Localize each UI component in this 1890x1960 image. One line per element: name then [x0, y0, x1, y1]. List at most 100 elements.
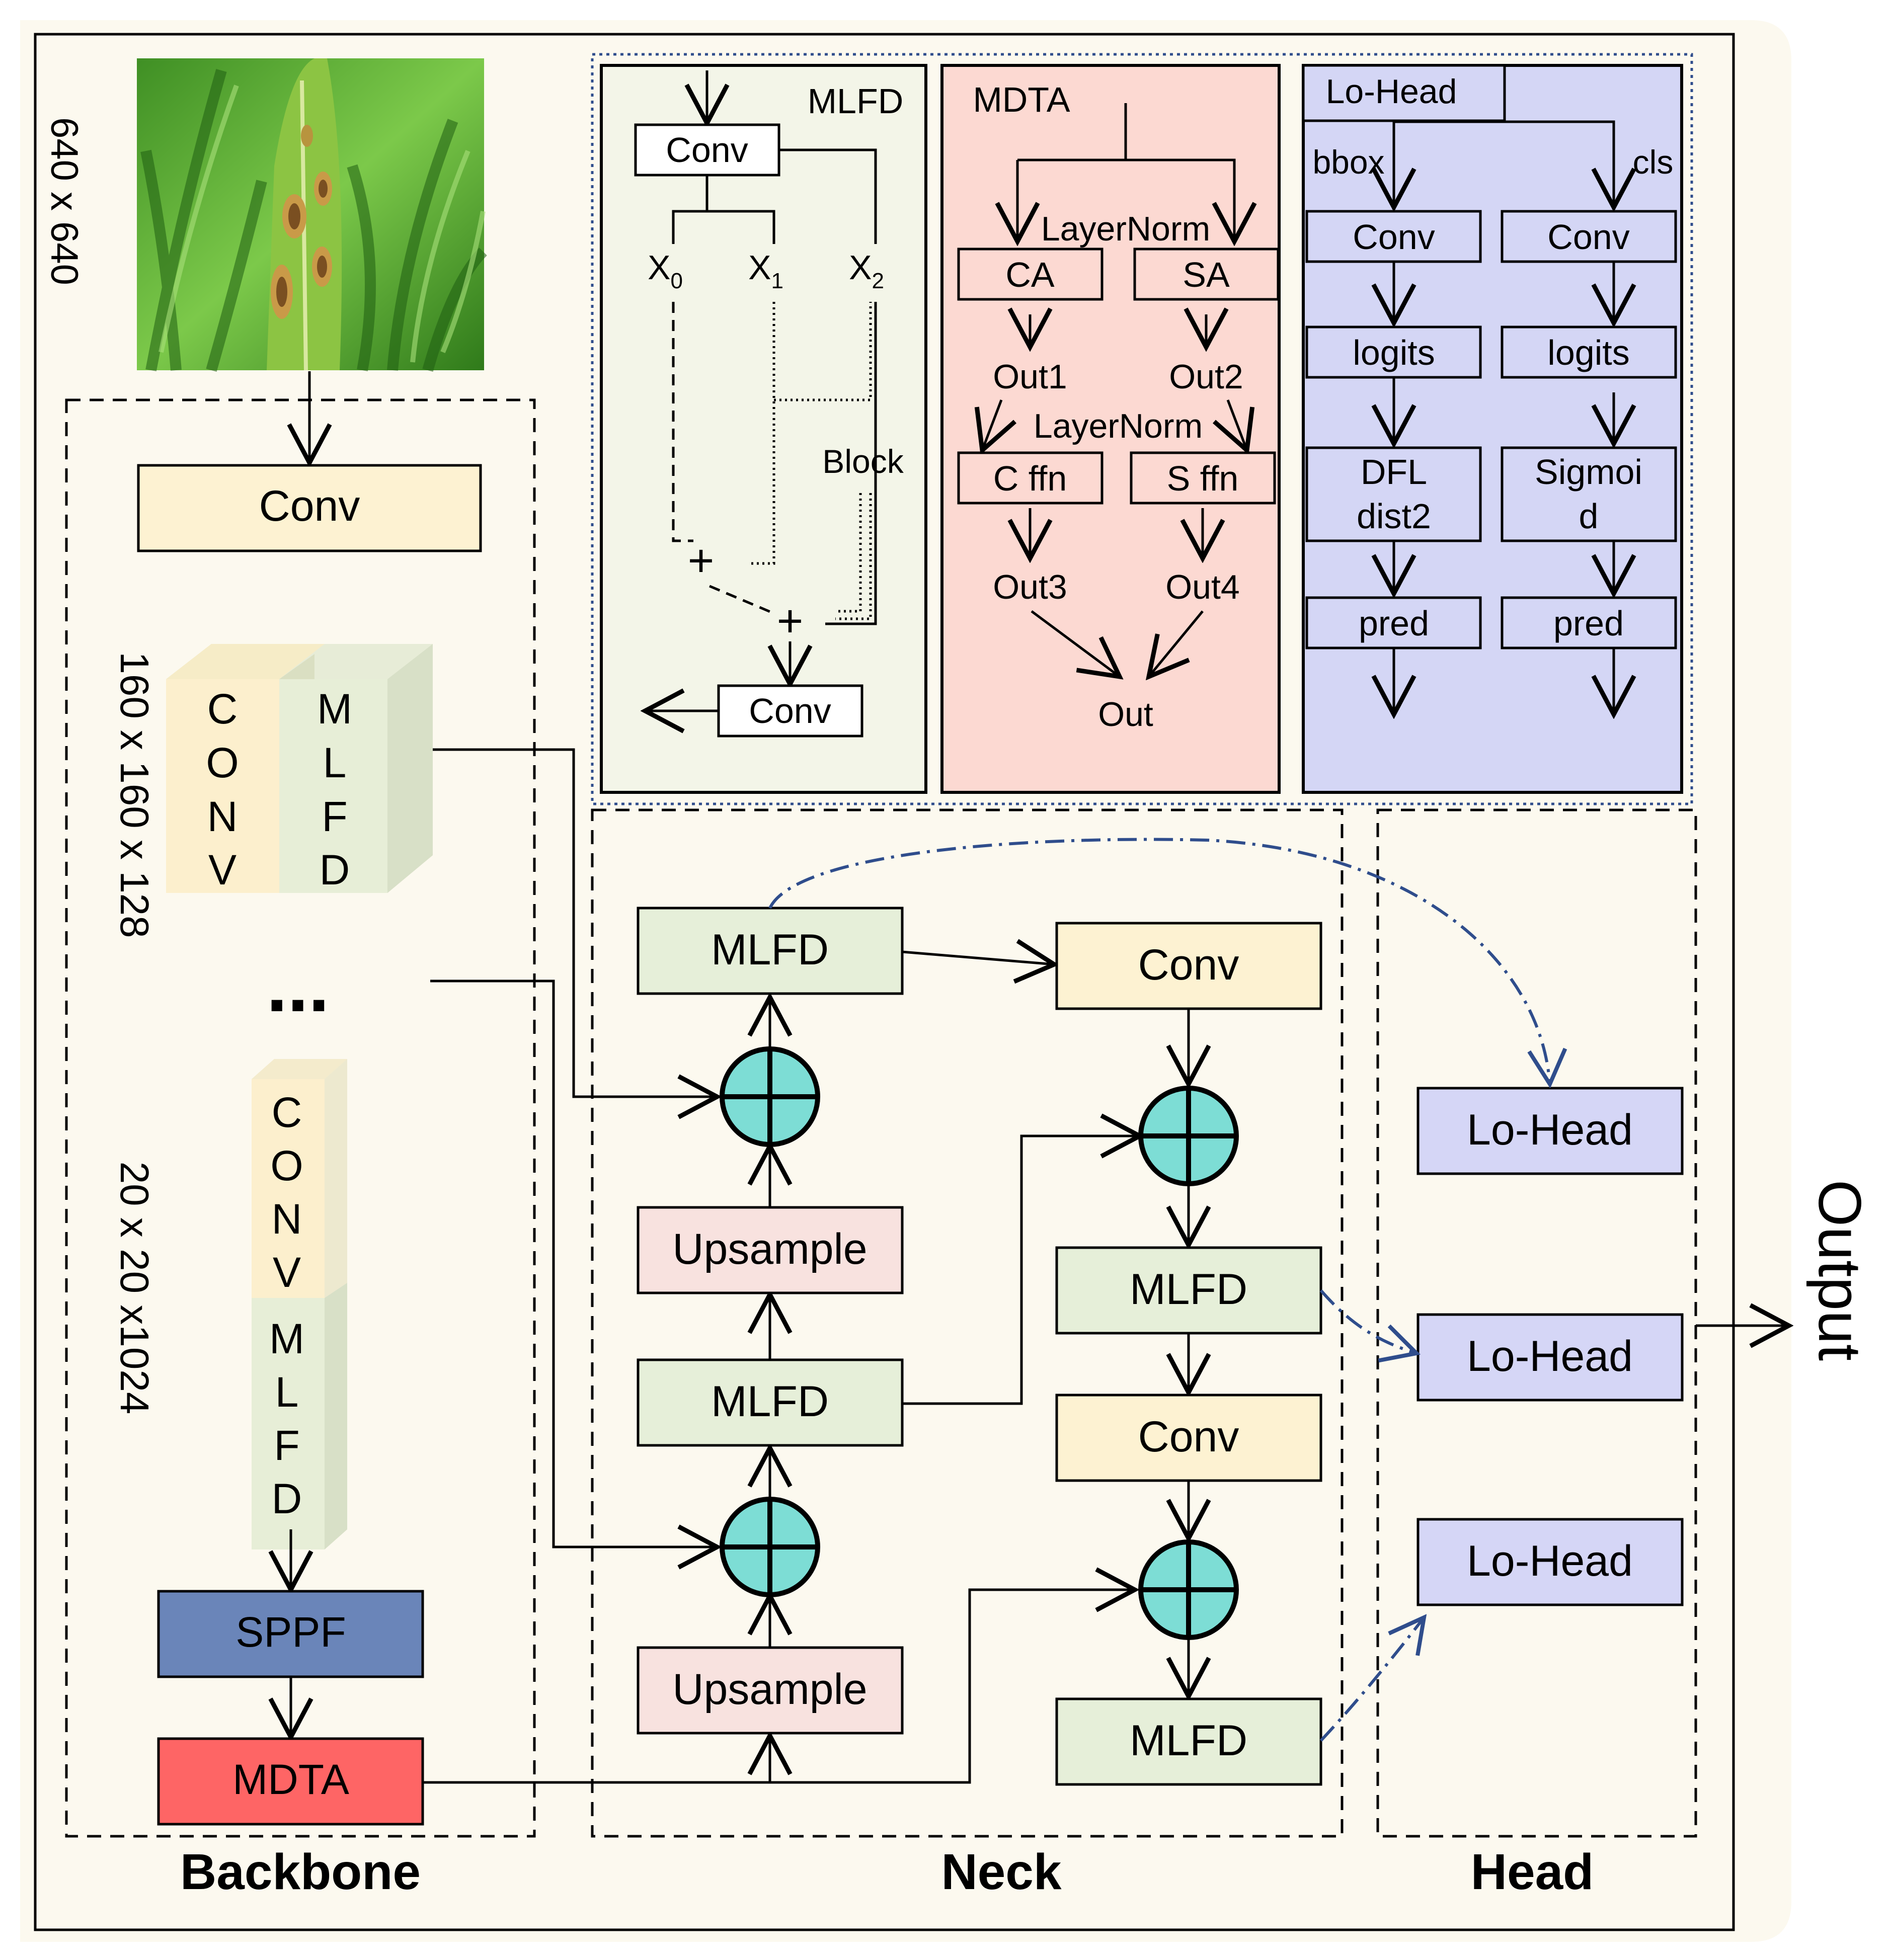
- mlfd-block-dotted: [774, 302, 872, 401]
- mdta-cffn-label: C ffn: [993, 459, 1067, 498]
- block1-conv-c: C: [207, 685, 238, 732]
- mlfd-detail-conv-top: [634, 123, 780, 177]
- mlfd-detail-conv-top-label: Conv: [666, 130, 748, 170]
- ellipsis-to-add2-line: [430, 979, 717, 1547]
- lohead-detail-title-box: [1302, 64, 1506, 122]
- head-title: Head: [1471, 1844, 1594, 1900]
- block2-conv-c: C: [272, 1089, 302, 1136]
- mdta-sa-box: [1133, 248, 1280, 301]
- neck-mlfd-right-bottom-label: MLFD: [1130, 1717, 1247, 1765]
- mdta-label: MDTA: [232, 1756, 349, 1803]
- mlfd-detail-title: MLFD: [808, 81, 904, 121]
- mdta-out4: Out4: [1165, 568, 1239, 606]
- block1-mlfd-d: D: [320, 846, 350, 893]
- neck-upsample-top-label: Upsample: [672, 1225, 867, 1273]
- mdta-ca-box: [957, 248, 1104, 301]
- neck-conv-top-label: Conv: [1138, 941, 1239, 989]
- block2-mlfd-l: L: [275, 1368, 299, 1416]
- lohead-left-conv-box: [1305, 210, 1482, 263]
- mlfd-x2-label: X2: [849, 249, 884, 293]
- neck-add-circle-1: [720, 1046, 820, 1147]
- lohead-left-pred-label: pred: [1359, 604, 1429, 643]
- neck-mlfd-top-label: MLFD: [711, 926, 829, 974]
- mdta-out: Out: [1098, 695, 1153, 733]
- mdta-layernorm-2: LayerNorm: [1034, 407, 1203, 445]
- lohead-right-logits-box: [1501, 325, 1677, 379]
- block2-conv-n: N: [272, 1195, 302, 1243]
- neck-add-circle-4: [1138, 1539, 1239, 1640]
- neck-frame: [591, 808, 1344, 1838]
- backbone-conv-box: [137, 464, 482, 552]
- lohead-right-conv-label: Conv: [1547, 217, 1629, 257]
- block1-mlfd-m: M: [317, 685, 352, 732]
- mdta-to-neck-line: [423, 1590, 1135, 1784]
- neck-title: Neck: [941, 1844, 1061, 1900]
- sppf-box: [157, 1590, 424, 1678]
- mlfd-top-to-conv-top: [902, 952, 1054, 964]
- lohead-cls-label: cls: [1633, 143, 1674, 181]
- neck-add-circle-3: [1138, 1086, 1239, 1186]
- input-resolution-label: 640 x 640: [43, 117, 86, 285]
- neck-upsample-bottom-label: Upsample: [672, 1665, 867, 1713]
- neck-mlfd-top-box: [637, 907, 904, 995]
- mlfd-top-to-lohead1-dashed: [768, 838, 1550, 1084]
- lohead-left-conv-label: Conv: [1353, 217, 1435, 257]
- lohead-box-3-label: Lo-Head: [1467, 1537, 1633, 1585]
- lohead-left-logits-label: logits: [1353, 333, 1435, 372]
- block1-mlfd-f: F: [322, 793, 347, 840]
- backbone-title: Backbone: [180, 1844, 421, 1900]
- lohead-right-conv-box: [1501, 210, 1677, 263]
- mdta-out1: Out1: [993, 358, 1067, 396]
- block2-mlfd-d: D: [272, 1475, 302, 1522]
- lohead-split-left: [1394, 120, 1505, 207]
- lohead-box-2-label: Lo-Head: [1467, 1332, 1633, 1380]
- lohead-dfl-line2: dist2: [1357, 497, 1431, 536]
- block2-conv-v: V: [273, 1249, 301, 1296]
- lohead-sigmoid-box: [1501, 446, 1677, 542]
- lohead-split-right: [1505, 120, 1614, 207]
- block1-mlfd-l: L: [323, 739, 347, 786]
- neck-conv-top-box: [1055, 922, 1322, 1010]
- backbone-ellipsis: ...: [266, 943, 329, 1027]
- neck-mlfd-right-bottom-box: [1055, 1697, 1322, 1786]
- lohead-bbox-label: bbox: [1312, 143, 1384, 181]
- neck-add-circle-2: [720, 1497, 820, 1597]
- mlfd-right-bottom-to-lohead3-dashed: [1319, 1617, 1424, 1742]
- lohead-sigmoid-line2: d: [1579, 497, 1599, 536]
- neck-mlfd-right-mid-box: [1055, 1246, 1322, 1335]
- conv-mlfd-block-2: [252, 1059, 347, 1549]
- mlfd-sum-dashed: [709, 585, 775, 615]
- block1-to-add1-line: [433, 748, 717, 1097]
- mdta-out4-to-out: [1149, 610, 1204, 677]
- block1-conv-n: N: [207, 793, 238, 840]
- neck-upsample-bottom-box: [637, 1646, 904, 1735]
- mlfd-detail-panel: [600, 64, 927, 794]
- output-label: Output: [1806, 1180, 1873, 1361]
- mlfd-block-dotted-down-2: [835, 493, 862, 613]
- mdta-sffn-box: [1130, 451, 1276, 505]
- block2-mlfd-f: F: [274, 1422, 299, 1469]
- block2-conv-o: O: [270, 1142, 303, 1189]
- mdta-split-right: [1126, 158, 1234, 241]
- mdta-sffn-label: S ffn: [1167, 459, 1239, 498]
- lohead-left-pred-box: [1305, 596, 1482, 649]
- mlfd-split-line-x1: [707, 210, 775, 244]
- mdta-out2-to-sffn: [1228, 399, 1247, 450]
- lohead-right-logits-label: logits: [1547, 333, 1629, 372]
- mlfd-x0-dashed-path: [672, 302, 693, 542]
- detail-panels-frame: [591, 53, 1693, 805]
- mdta-layernorm-1: LayerNorm: [1041, 210, 1210, 248]
- mdta-detail-title: MDTA: [973, 80, 1070, 119]
- block2-dims-label: 20 x 20 x1024: [112, 1162, 157, 1415]
- mlfd-x2-solid-path: [825, 302, 877, 625]
- lohead-detail-title: Lo-Head: [1326, 72, 1457, 111]
- neck-upsample-top-box: [637, 1206, 904, 1294]
- head-frame: [1376, 808, 1697, 1838]
- mlfd-plus-1: +: [688, 536, 715, 586]
- mlfd-detail-conv-bottom-label: Conv: [749, 691, 831, 730]
- mlfd-block-label: Block: [822, 443, 904, 480]
- mlfd-x1-label: X1: [748, 249, 783, 293]
- mlfd-split-line-x2: [779, 148, 877, 244]
- lohead-dfl-line1: DFL: [1361, 452, 1427, 492]
